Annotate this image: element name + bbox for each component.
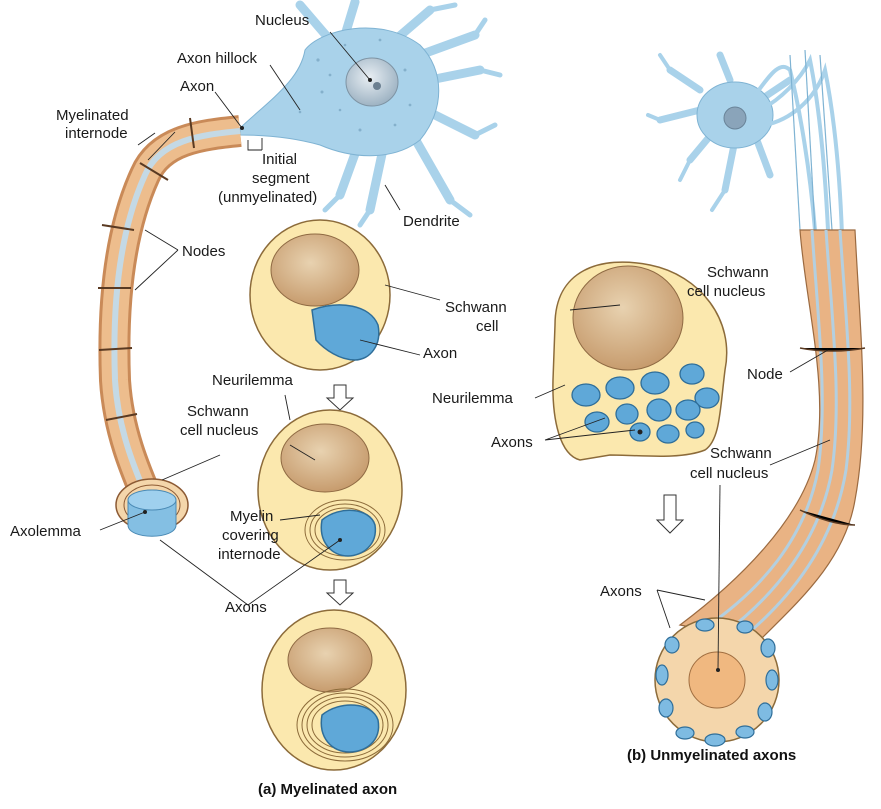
- caption-a: (a) Myelinated axon: [258, 781, 397, 798]
- label-initial-segment-3: (unmyelinated): [218, 189, 317, 206]
- label-myelin-2: covering: [222, 527, 279, 544]
- label-schwann-nucleus-b-2: cell nucleus: [687, 283, 765, 300]
- label-initial-segment-2: segment: [252, 170, 310, 187]
- cross-section-3: [262, 610, 406, 770]
- myelinated-axon: [98, 118, 240, 536]
- label-node-b: Node: [747, 366, 783, 383]
- down-arrow-b: [657, 495, 683, 533]
- label-neurilemma-b: Neurilemma: [432, 390, 514, 407]
- label-axon: Axon: [180, 78, 214, 95]
- label-schwann-cell-2: cell: [476, 318, 499, 335]
- label-axon-hillock: Axon hillock: [177, 50, 258, 67]
- label-axon-cross: Axon: [423, 345, 457, 362]
- label-schwann-nucleus-a-2: cell nucleus: [180, 422, 258, 439]
- label-initial-segment-1: Initial: [262, 151, 297, 168]
- label-axons-b-bottom: Axons: [600, 583, 642, 600]
- down-arrow-2: [327, 580, 353, 605]
- label-myelin-3: internode: [218, 546, 281, 563]
- label-nucleus: Nucleus: [255, 12, 309, 29]
- label-neurilemma-a: Neurilemma: [212, 372, 294, 389]
- label-schwann-cell-1: Schwann: [445, 299, 507, 316]
- label-axons-a: Axons: [225, 599, 267, 616]
- unmyelinated-neuron-soma: [648, 50, 842, 235]
- down-arrow-1: [327, 385, 353, 410]
- label-schwann-nucleus-b2-1: Schwann: [710, 445, 772, 462]
- label-schwann-nucleus-b-1: Schwann: [707, 264, 769, 281]
- label-nodes: Nodes: [182, 243, 225, 260]
- label-axolemma: Axolemma: [10, 523, 82, 540]
- label-axons-b-mid: Axons: [491, 434, 533, 451]
- label-schwann-nucleus-b2-2: cell nucleus: [690, 465, 768, 482]
- label-myelin-1: Myelin: [230, 508, 273, 525]
- cross-section-1: [250, 220, 390, 370]
- label-schwann-nucleus-a-1: Schwann: [187, 403, 249, 420]
- label-myelinated-internode-1: Myelinated: [56, 107, 129, 124]
- label-myelinated-internode-2: internode: [65, 125, 128, 142]
- caption-b: (b) Unmyelinated axons: [627, 747, 796, 764]
- label-dendrite: Dendrite: [403, 213, 460, 230]
